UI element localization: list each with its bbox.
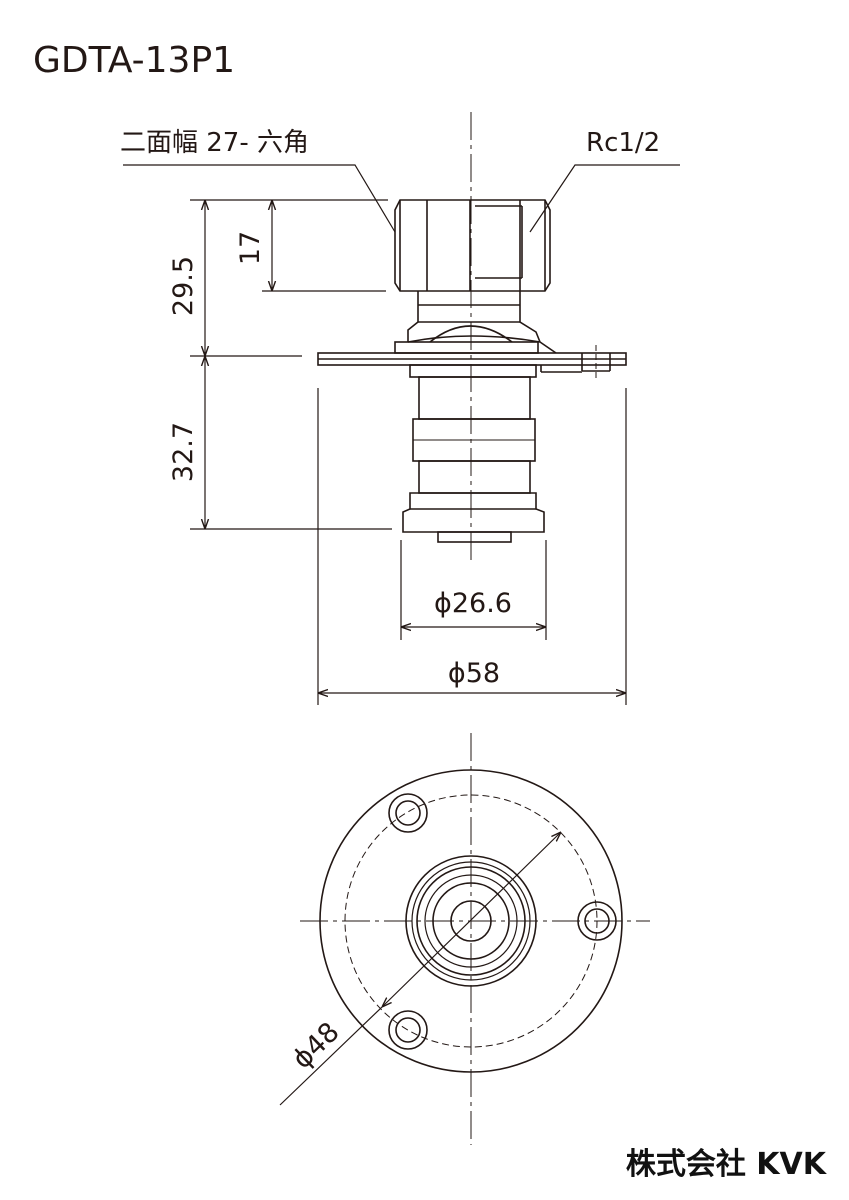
lower-body	[402, 364, 545, 543]
flange-plate	[317, 341, 627, 380]
dimension-29-5	[190, 199, 388, 357]
side-view	[123, 112, 680, 560]
bolt-hole	[388, 1010, 428, 1050]
bolt-circle-diameter-line	[382, 832, 561, 1007]
dim-phi-58-label: ϕ58	[448, 658, 500, 689]
dim-phi-48-label: ϕ48	[287, 1017, 346, 1076]
thread-label: Rc1/2	[586, 128, 660, 158]
dimension-phi-26-6	[400, 540, 547, 640]
nut-neck	[407, 291, 541, 343]
dim-32-7-label: 32.7	[168, 422, 199, 482]
dim-17-label: 17	[235, 231, 266, 265]
dimension-17	[262, 200, 386, 292]
top-view	[279, 733, 650, 1145]
hex-width-label: 二面幅 27- 六角	[120, 128, 309, 158]
model-number: GDTA-13P1	[33, 40, 235, 81]
dim-29-5-label: 29.5	[168, 256, 199, 316]
bolt-circle	[344, 794, 598, 1048]
hex-nut	[394, 199, 551, 292]
dimension-32-7	[190, 356, 392, 530]
flange-outline	[319, 769, 623, 1073]
dim-phi-26-6-label: ϕ26.6	[434, 588, 512, 619]
manufacturer-logo: 株式会社 KVK	[626, 1147, 828, 1182]
bolt-hole	[577, 901, 617, 941]
dimension-phi-58	[317, 388, 627, 705]
leader-lines	[123, 164, 680, 233]
bolt-hole	[388, 793, 428, 833]
